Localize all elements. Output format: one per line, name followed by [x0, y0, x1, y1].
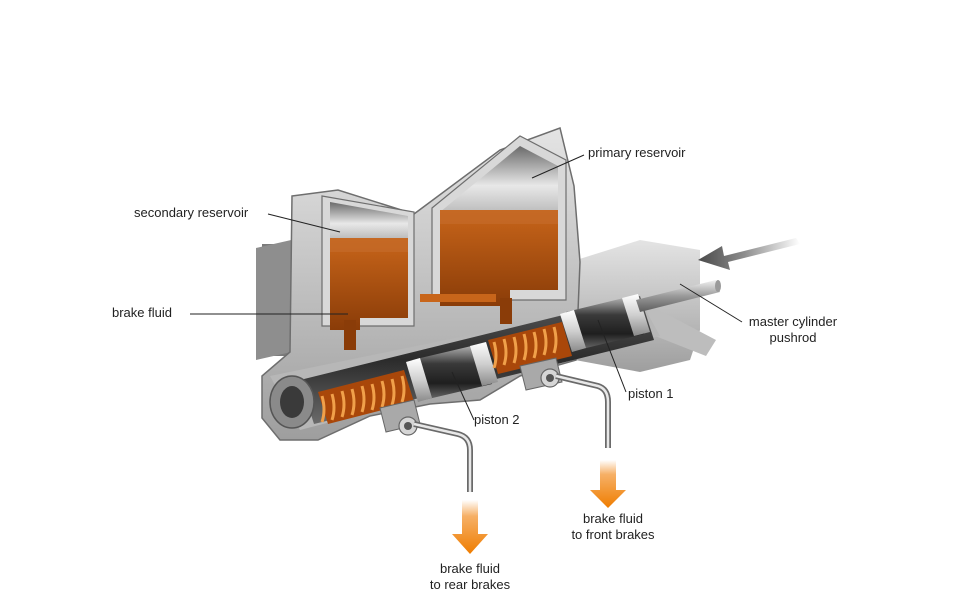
label-front-line2: to front brakes — [571, 527, 655, 542]
front-brakes-flow-arrow — [590, 460, 626, 508]
label-brake-fluid: brake fluid — [112, 305, 172, 320]
label-pushrod-line2: pushrod — [769, 330, 817, 345]
leader-secondary-reservoir — [267, 213, 341, 233]
front-brake-outlet — [519, 357, 611, 448]
primary-reservoir — [440, 146, 558, 306]
piston-1 — [560, 294, 650, 352]
secondary-port — [344, 320, 356, 350]
leader-piston-1 — [597, 319, 627, 393]
primary-port — [500, 298, 512, 324]
pushrod-force-arrow — [698, 238, 800, 270]
leader-piston-2 — [451, 371, 475, 421]
secondary-spring — [318, 370, 414, 424]
rear-brakes-flow-arrow — [452, 500, 488, 554]
label-piston-1: piston 1 — [628, 386, 674, 401]
fluid-channel — [420, 294, 496, 302]
label-pushrod-line1: master cylinder — [748, 314, 838, 329]
leader-pushrod — [679, 283, 743, 323]
rear-brake-outlet — [379, 399, 473, 492]
label-primary-reservoir: primary reservoir — [588, 145, 686, 160]
secondary-reservoir — [330, 202, 408, 330]
leader-lines — [190, 154, 743, 421]
label-master-cylinder-pushrod: master cylinder pushrod — [738, 314, 848, 346]
master-cylinder-pushrod — [636, 280, 721, 312]
label-rear-line1: brake fluid — [440, 561, 500, 576]
label-secondary-reservoir: secondary reservoir — [134, 205, 249, 220]
label-piston-2: piston 2 — [474, 412, 520, 427]
leader-primary-reservoir — [531, 154, 585, 179]
label-front-brakes: brake fluid to front brakes — [553, 511, 673, 543]
label-rear-line2: to rear brakes — [429, 577, 511, 592]
label-rear-brakes: brake fluid to rear brakes — [410, 561, 530, 593]
label-front-line1: brake fluid — [583, 511, 643, 526]
